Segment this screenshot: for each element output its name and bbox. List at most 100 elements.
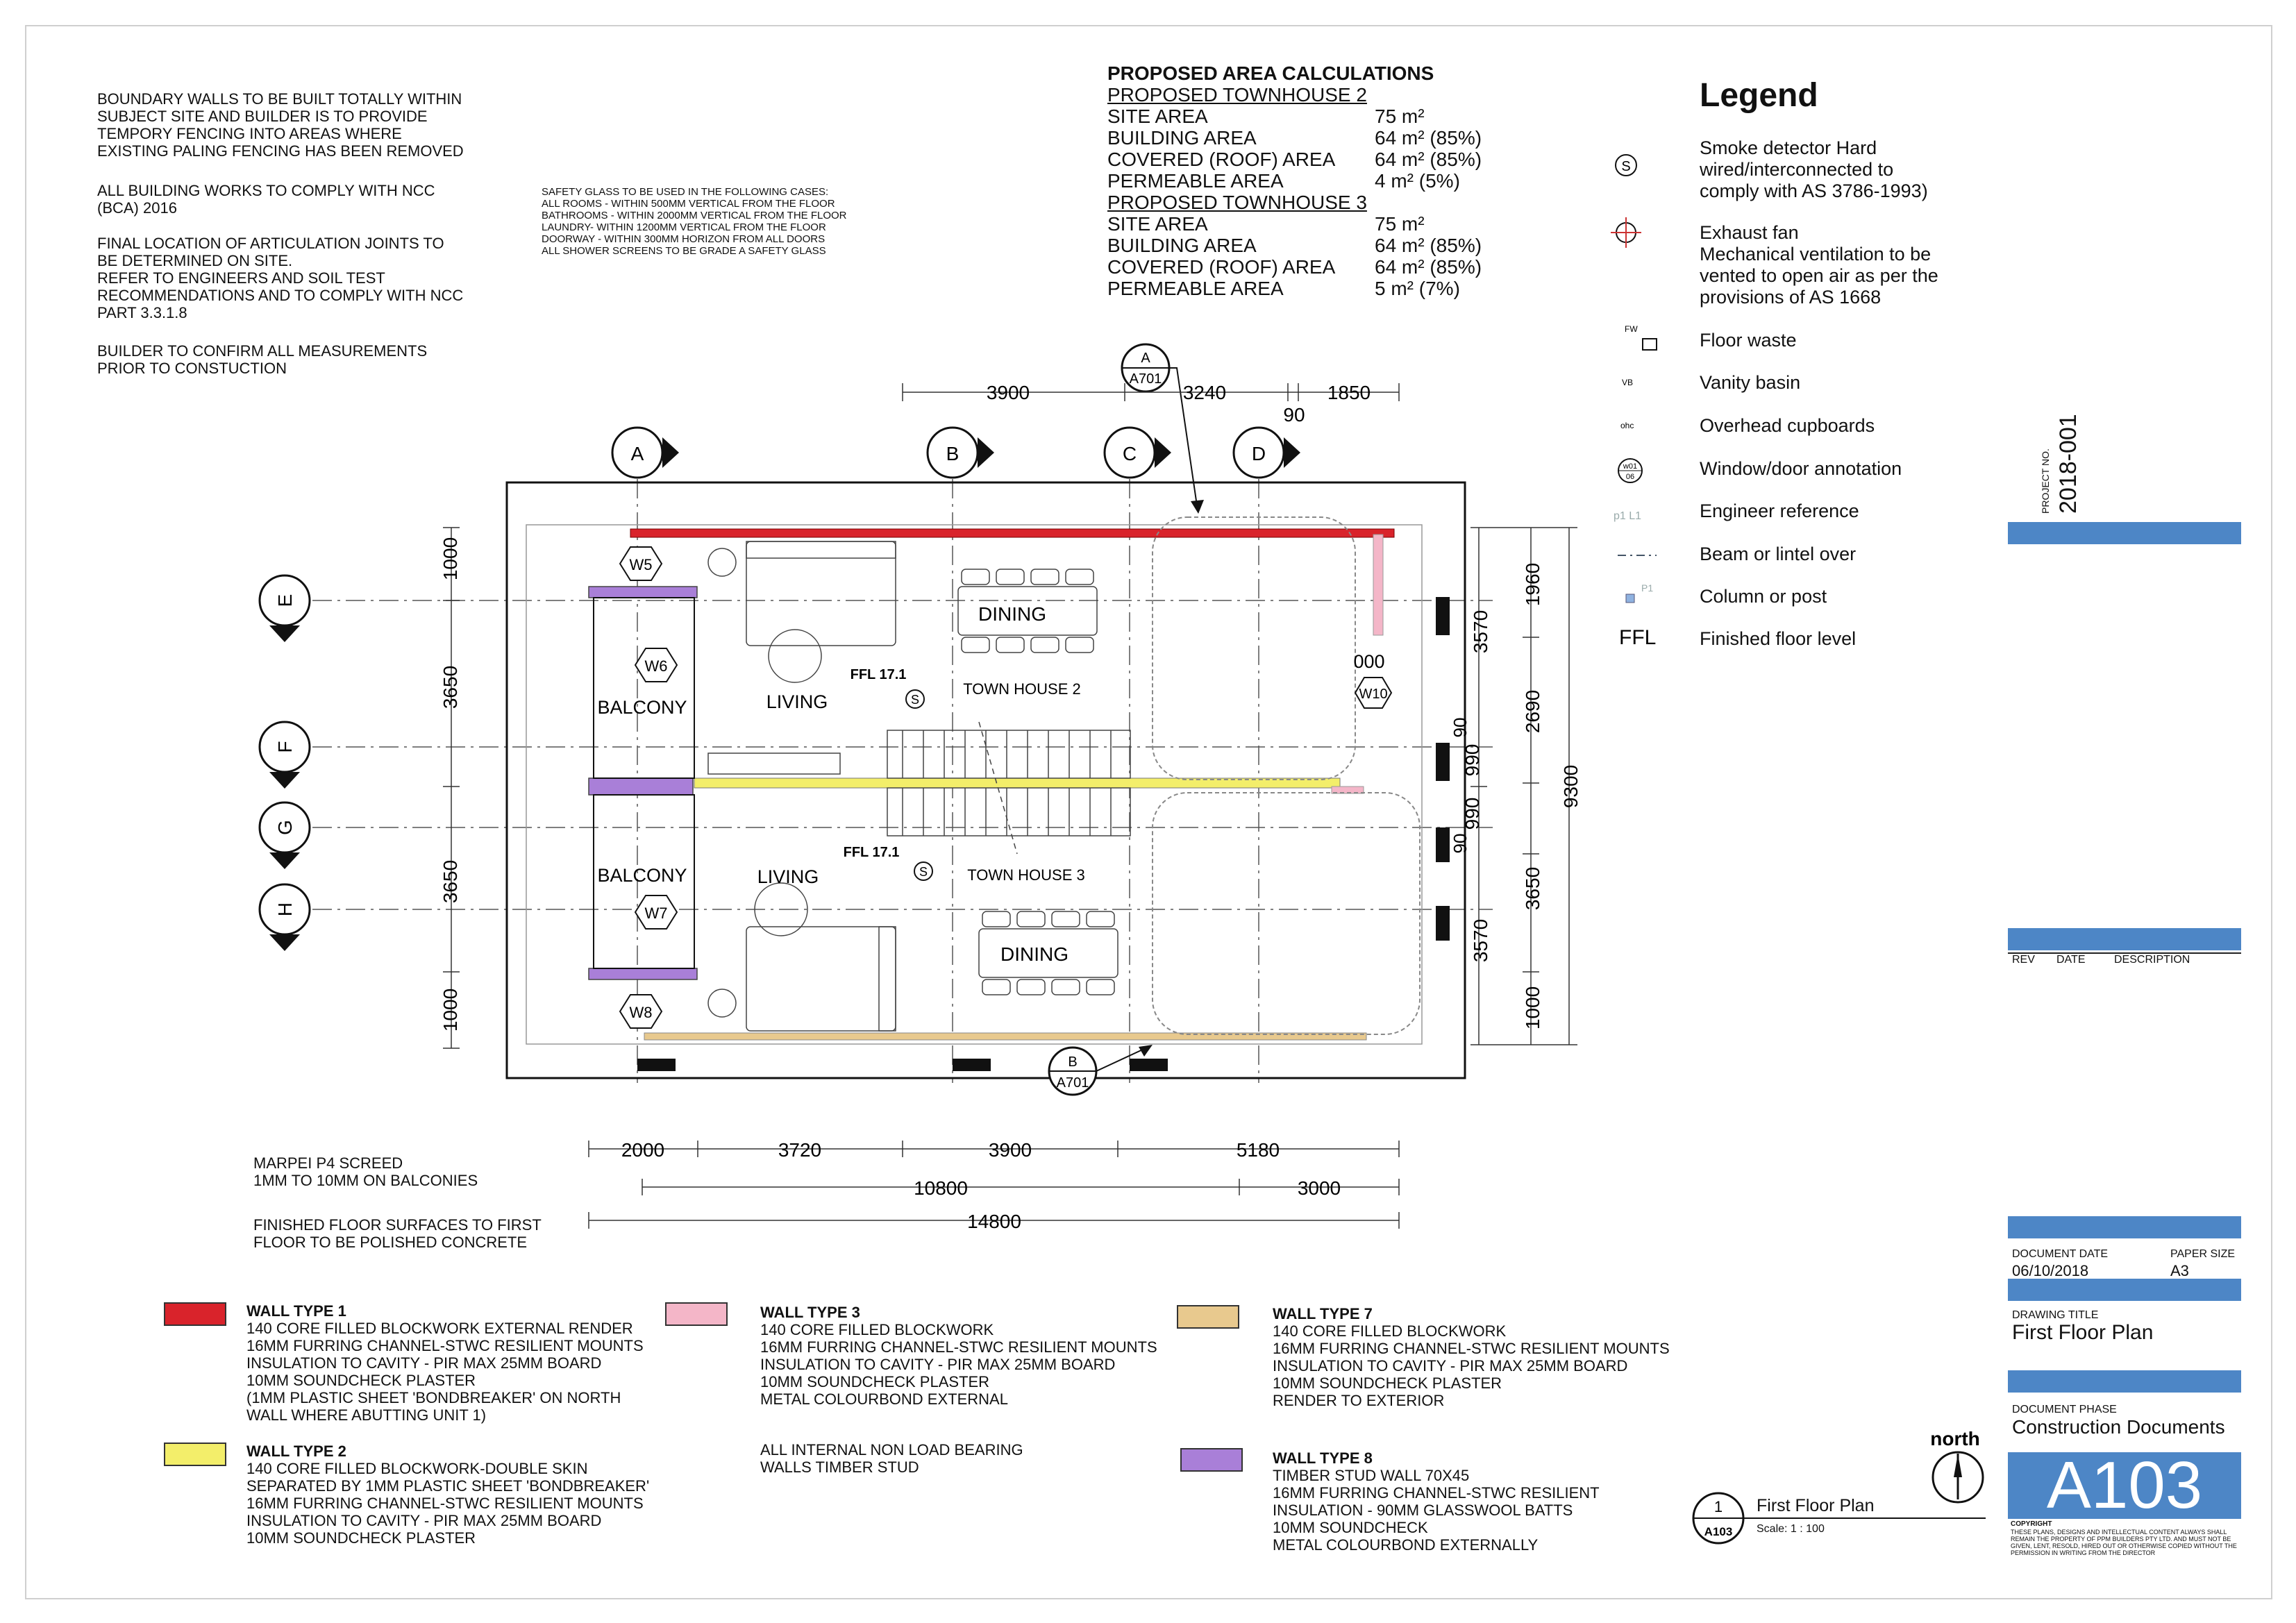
- dim-bottom-2: 3720: [778, 1139, 821, 1161]
- legend-item: Overhead cupboards: [1700, 415, 1875, 436]
- staircase: [887, 721, 1131, 855]
- th2-heading: PROPOSED TOWNHOUSE 2: [1107, 84, 1367, 106]
- drawing-sheet-border: [25, 25, 2272, 1599]
- window-tag-w7: [634, 895, 678, 930]
- legend-item: Vanity basin: [1700, 372, 1801, 393]
- svg-text:S: S: [911, 693, 919, 707]
- section-marker-b: B A701: [1048, 1045, 1153, 1096]
- legend-title: Legend: [1700, 77, 1818, 114]
- doc-date: 06/10/2018: [2012, 1262, 2089, 1279]
- dim-right-5: 3650: [1522, 867, 1543, 910]
- grid-bubble-f: F: [258, 721, 311, 789]
- svg-text:p1 L1: p1 L1: [1614, 510, 1641, 522]
- svg-text:ohc: ohc: [1620, 421, 1634, 430]
- th3-heading: PROPOSED TOWNHOUSE 3: [1107, 192, 1367, 213]
- legend-item: Smoke detector Hard wired/interconnected…: [1700, 137, 1928, 201]
- ffl-icon: FFL: [1619, 626, 1656, 649]
- wall-type-1-swatch: [164, 1302, 226, 1326]
- paper-size-label: PAPER SIZE: [2170, 1248, 2236, 1260]
- note-floor-finish: FINISHED FLOOR SURFACES TO FIRST FLOOR T…: [253, 1216, 542, 1251]
- legend-item: Finished floor level: [1700, 628, 1857, 649]
- description-label: DESCRIPTION: [2114, 954, 2190, 966]
- svg-text:06: 06: [1626, 473, 1634, 481]
- window-label-w5: W5: [630, 556, 653, 573]
- floor-waste-icon: FW: [1625, 324, 1657, 351]
- svg-text:w01: w01: [1623, 462, 1637, 471]
- grid-bubble-b: B: [926, 426, 994, 479]
- paper-size: A3: [2170, 1262, 2189, 1279]
- sheet-number: A103: [2008, 1452, 2241, 1519]
- svg-text:F: F: [274, 741, 296, 752]
- dim-bottom-3: 3900: [989, 1139, 1032, 1161]
- room-dining-top: DINING: [978, 603, 1046, 625]
- window-label-w6: W6: [645, 657, 668, 675]
- svg-text:E: E: [274, 594, 296, 607]
- svg-text:S: S: [919, 865, 928, 879]
- copyright-label: COPYRIGHT: [2011, 1520, 2052, 1528]
- note-boundary: BOUNDARY WALLS TO BE BUILT TOTALLY WITHI…: [97, 90, 464, 160]
- window-label-w7: W7: [645, 905, 668, 922]
- dim-bottom-4: 5180: [1237, 1139, 1280, 1161]
- room-dining-bottom: DINING: [1000, 943, 1069, 965]
- svg-text:C: C: [1123, 443, 1137, 464]
- wall-type-3-swatch: [665, 1302, 728, 1326]
- column-post-icon: P1: [1625, 582, 1653, 603]
- view-tag: 1 A103: [1692, 1492, 1986, 1545]
- dim-top-1: 3900: [987, 382, 1030, 403]
- area-calculations: PROPOSED AREA CALCULATIONS PROPOSED TOWN…: [1107, 62, 1482, 299]
- svg-text:D: D: [1252, 443, 1266, 464]
- room-balcony-top: BALCONY: [597, 697, 687, 718]
- window-tags: [619, 546, 1393, 1029]
- window-label-w8: W8: [630, 1004, 653, 1021]
- dim-right-inner-2: 3570: [1470, 919, 1491, 962]
- doc-date-label: DOCUMENT DATE: [2012, 1248, 2109, 1260]
- window-tag-w8: [619, 994, 663, 1029]
- svg-text:A701: A701: [1130, 371, 1162, 387]
- legend-item: Column or post: [1700, 586, 1827, 607]
- dim-left-1: 1000: [439, 537, 461, 580]
- legend-item: Exhaust fan Mechanical ventilation to be…: [1700, 222, 1938, 308]
- title-bar-4: [2008, 1279, 2241, 1301]
- dim-top-4: 90: [1283, 404, 1305, 426]
- wall-type-8-swatch: [1180, 1448, 1243, 1472]
- dim-left-4: 1000: [439, 989, 461, 1032]
- dim-bottom-total: 14800: [967, 1211, 1021, 1232]
- dim-right-8: 90: [1450, 834, 1470, 854]
- grid-bubble-g: G: [258, 801, 311, 869]
- title-bar-1: [2008, 522, 2241, 544]
- top-dimension-lines: [902, 383, 1400, 401]
- svg-text:A701: A701: [1057, 1075, 1089, 1091]
- grid-bubble-h: H: [258, 883, 311, 951]
- room-balcony-bottom: BALCONY: [597, 865, 687, 886]
- dim-right-total: 9300: [1560, 765, 1582, 808]
- wall-type-2-swatch: [164, 1443, 226, 1466]
- section-marker-a: A A701: [1121, 343, 1204, 514]
- legend-item: Engineer reference: [1700, 501, 1859, 521]
- revision-header: [2008, 952, 2241, 954]
- project-number-block: PROJECT NO. 2018-001: [2040, 396, 2088, 514]
- note-articulation: FINAL LOCATION OF ARTICULATION JOINTS TO…: [97, 235, 464, 321]
- window-tag-w5: [619, 546, 663, 581]
- dim-left-2: 3650: [439, 666, 461, 709]
- window-tag-w6: [634, 648, 678, 682]
- svg-text:A: A: [631, 443, 644, 464]
- view-scale: Scale: 1 : 100: [1757, 1523, 1825, 1535]
- bottom-dimension-lines: [588, 1141, 1400, 1229]
- note-safety-glass: SAFETY GLASS TO BE USED IN THE FOLLOWING…: [542, 186, 847, 257]
- ffl-bottom: FFL 17.1: [844, 845, 900, 860]
- svg-text:B: B: [946, 443, 960, 464]
- date-label: DATE: [2056, 954, 2086, 966]
- wall-type-1: [630, 528, 1395, 538]
- svg-text:H: H: [274, 902, 296, 916]
- grid-bubble-a: A: [611, 426, 679, 479]
- dim-top-3: 1850: [1327, 382, 1371, 403]
- dim-right-4: 990: [1461, 798, 1483, 830]
- wall-type-3: [1373, 534, 1384, 636]
- rev-label: REV: [2012, 954, 2035, 966]
